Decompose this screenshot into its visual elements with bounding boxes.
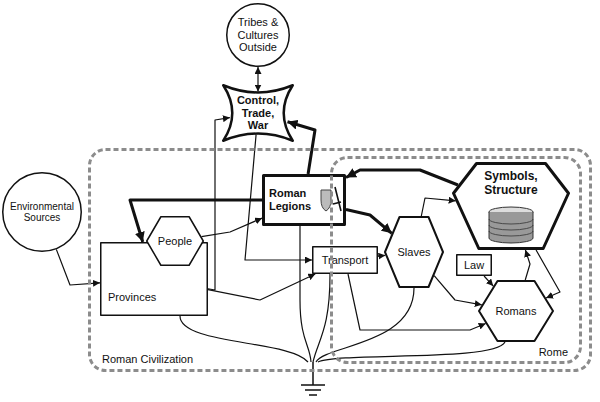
ground-wire	[318, 342, 505, 362]
node-label: Romans	[496, 305, 537, 318]
node-label: Control, Trade, War	[234, 94, 282, 132]
dagger-icon	[333, 187, 341, 211]
source-circle: Environmental Sources	[2, 172, 82, 252]
shape-outline	[479, 281, 553, 341]
flow-arrow	[287, 122, 315, 174]
romans-hexagon: Romans	[478, 280, 554, 342]
node-label: People	[158, 235, 192, 248]
node-label: Roman Civilization	[102, 353, 193, 366]
flow-arrow	[208, 118, 230, 290]
outside-circle: Tribes & Cultures Outside	[226, 3, 290, 67]
shape-outline	[313, 247, 378, 274]
flow-arrow	[434, 276, 482, 305]
flow-arrow	[208, 274, 315, 300]
cylinder-rings	[489, 219, 533, 236]
flow-arrow	[346, 170, 458, 185]
cylinder-body	[489, 212, 533, 243]
legions-box: Roman Legions	[262, 174, 346, 226]
rome-region: Rome Slaves Symbols, StructureLawRomans	[330, 156, 582, 364]
circle-outline	[3, 173, 82, 252]
flow-arrow	[421, 198, 455, 216]
circle-outline	[227, 4, 290, 67]
node-label: Law	[464, 259, 484, 272]
node-label: Environmental Sources	[8, 201, 76, 224]
node-label: Provinces	[108, 291, 156, 304]
shape-outline	[223, 85, 293, 141]
node-label: Symbols, Structure	[478, 170, 544, 198]
shape-outline	[385, 217, 443, 287]
ground-wire	[300, 226, 311, 362]
node-label: Roman Legions	[269, 187, 318, 212]
shape-outline	[457, 255, 492, 276]
shape-outline	[147, 217, 204, 266]
control-star: Control, Trade, War	[222, 84, 294, 142]
node-label: Tribes & Cultures Outside	[234, 16, 282, 54]
shape-outline	[454, 164, 569, 249]
ground-symbol	[301, 362, 325, 395]
flow-arrow	[484, 276, 493, 286]
people-hexagon: People	[146, 216, 204, 266]
ground-wire	[313, 274, 330, 362]
flow-arrow	[257, 67, 258, 92]
ground-wire	[180, 316, 308, 362]
flow-arrow	[346, 210, 392, 234]
node-label: Transport	[322, 254, 369, 267]
flow-arrow	[525, 250, 530, 280]
transport-box: Transport	[312, 246, 378, 274]
flow-arrow	[378, 255, 385, 257]
flow-arrow	[56, 249, 100, 285]
civilization-region: Roman Civilization Provinces People Roman L…	[88, 148, 592, 372]
region-outline	[90, 150, 591, 371]
slaves-hexagon: Slaves	[384, 216, 444, 288]
node-label: Slaves	[397, 246, 430, 259]
symbols-shield: Symbols, Structure	[452, 162, 570, 250]
flow-arrow	[201, 218, 262, 237]
region-outline	[332, 158, 581, 363]
shield-icon	[321, 190, 331, 211]
node-label: Rome	[539, 346, 568, 359]
law-box: Law	[456, 254, 492, 276]
